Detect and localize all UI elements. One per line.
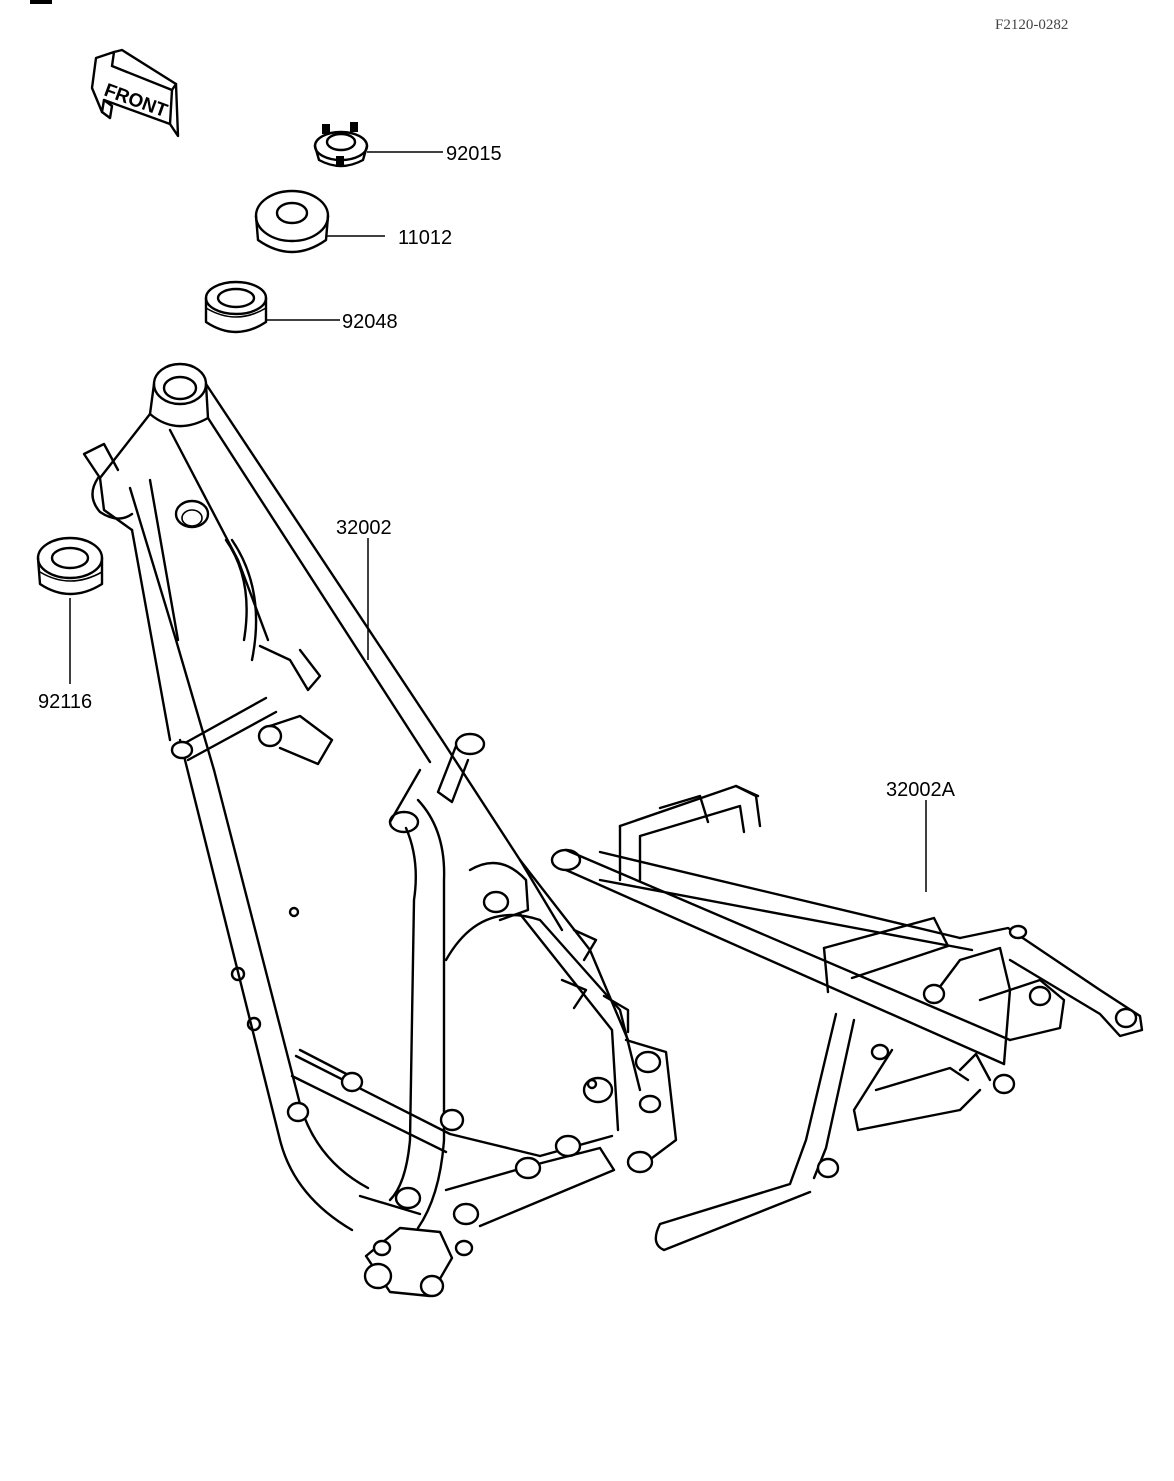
corner-mark (30, 0, 52, 4)
part-number-92116: 92116 (38, 691, 92, 713)
part-number-92048: 92048 (342, 311, 398, 333)
part-number-32002: 32002 (336, 517, 392, 539)
rear-subframe-part (550, 784, 1144, 1252)
seal-part (204, 280, 268, 334)
castle-nut-part (313, 122, 369, 168)
cap-part (254, 189, 330, 254)
main-frame-part (82, 362, 678, 1298)
lower-seal-part (36, 536, 104, 596)
part-number-92015: 92015 (446, 143, 502, 165)
part-number-32002A: 32002A (886, 779, 956, 801)
part-number-11012: 11012 (398, 227, 452, 249)
drawing-code: F2120-0282 (995, 17, 1068, 33)
front-arrow-icon: FRONT (90, 48, 180, 138)
